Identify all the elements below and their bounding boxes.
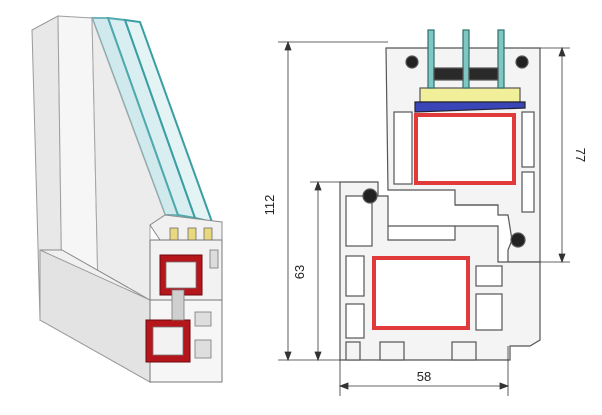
dim-label-total-height: 112	[262, 195, 277, 216]
dimension-lines	[278, 40, 570, 396]
dim-label-sash-height: 77	[573, 148, 588, 162]
dim-label-frame-height: 63	[292, 265, 307, 279]
sash-reinforcement	[414, 113, 516, 185]
profile-cross-section	[339, 29, 541, 361]
dim-label-profile-depth: 58	[417, 369, 431, 384]
spacer-3d-1	[169, 227, 179, 241]
spacer-bar-1	[433, 67, 464, 81]
spacer-3d-2	[187, 227, 197, 241]
glass-seal	[414, 101, 526, 113]
spacer-bar-2	[468, 67, 499, 81]
glazing-bead	[419, 87, 521, 103]
profile-3d-illustration	[31, 15, 223, 383]
frame-reinforcement	[372, 256, 470, 330]
glazing-unit	[427, 29, 505, 89]
